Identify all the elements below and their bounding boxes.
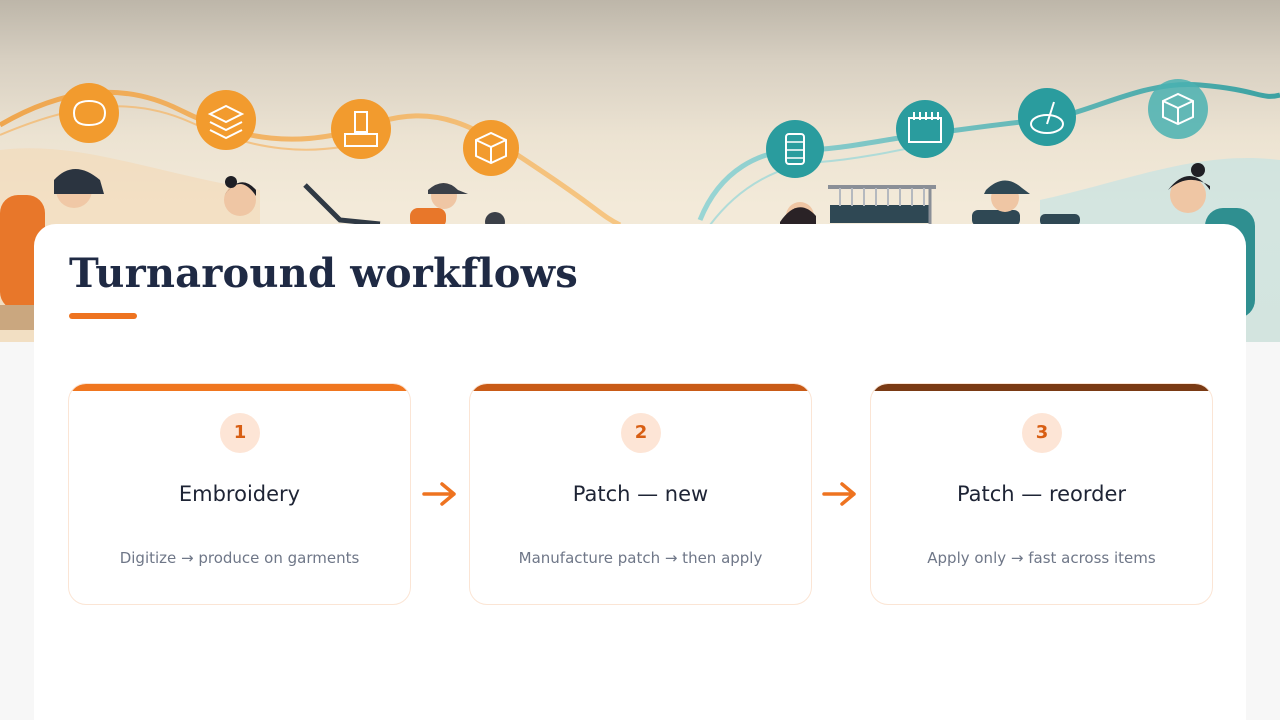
title-underline [69,313,137,319]
embroidery-machine-icon [896,100,954,158]
fabric-icon [59,83,119,143]
digitizer-icon [331,99,391,159]
worker-figure [224,176,256,216]
step-number-badge: 2 [621,413,661,453]
arrow-right-icon [422,482,456,506]
step-title: Embroidery [178,482,301,506]
step-number-badge: 3 [1022,413,1062,453]
workflow-step-card: 2 Patch — new Manufacture patch → then a… [469,383,812,605]
step-description: Digitize → produce on garments [119,549,360,567]
step-description: Manufacture patch → then apply [518,549,763,567]
workflow-step-card: 3 Patch — reorder Apply only → fast acro… [870,383,1213,605]
layers-icon [196,90,256,150]
box-icon [463,120,519,176]
box-icon [1148,79,1208,139]
step-accent-bar [871,384,1212,391]
needle-hoop-icon [1018,88,1076,146]
embroidery-machine [828,185,936,225]
step-accent-bar [470,384,811,391]
step-number-badge: 1 [220,413,260,453]
arrow-right-icon [822,482,856,506]
machine-arm [303,183,381,227]
worker-figure [780,202,816,230]
step-title: Patch — new [572,482,709,506]
worker-figure [972,180,1080,226]
step-title: Patch — reorder [956,482,1127,506]
thread-spool-icon [766,120,824,178]
worker-figure [0,169,104,330]
step-description: Apply only → fast across items [927,549,1156,567]
step-accent-bar [69,384,410,391]
workflow-step-card: 1 Embroidery Digitize → produce on garme… [68,383,411,605]
page-title: Turnaround workflows [69,250,578,297]
